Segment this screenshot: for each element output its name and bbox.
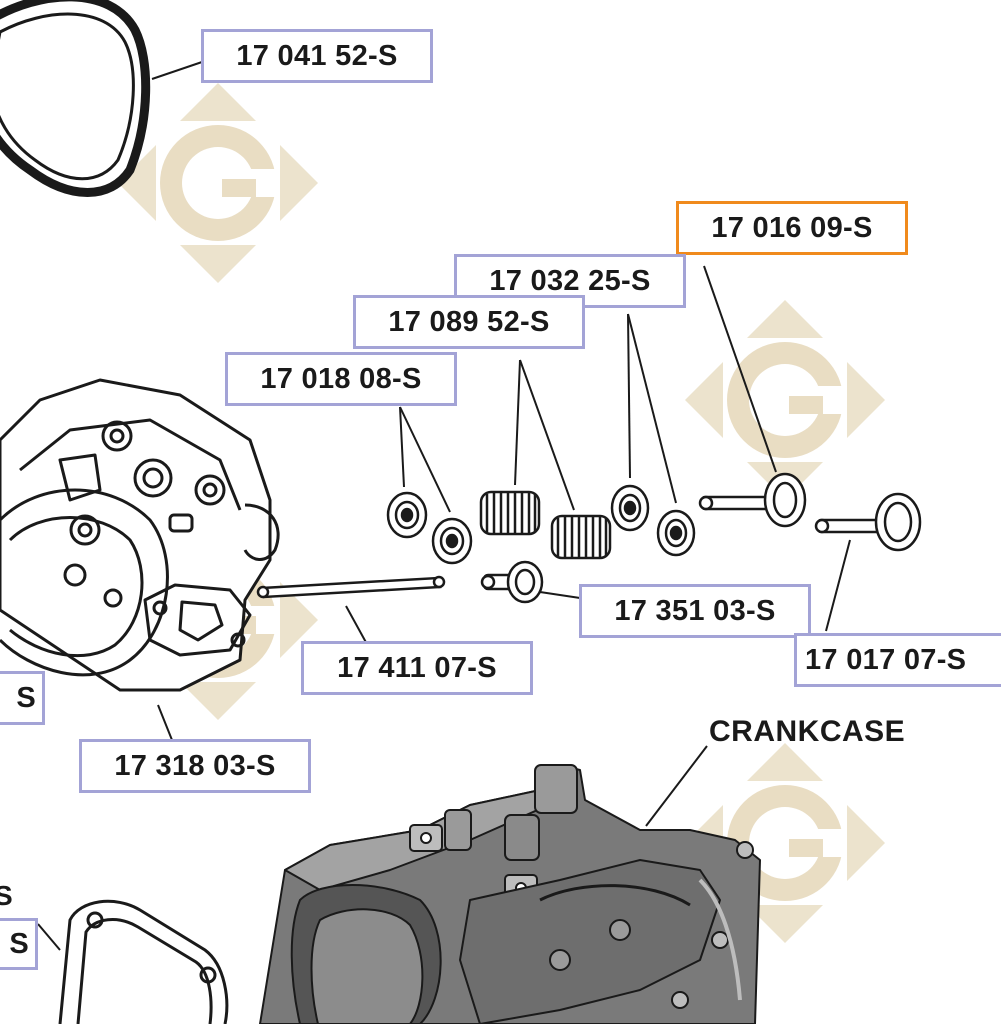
leader-lines: [37, 61, 851, 951]
part-label-fragment-edge: S: [0, 880, 13, 911]
part-label-17-016-09-s[interactable]: 17 016 09-S: [676, 201, 908, 255]
part-number: 17 411 07-S: [337, 651, 497, 684]
part-label-17-017-07-s[interactable]: 17 017 07-S: [794, 633, 1001, 687]
part-number: 17 318 03-S: [114, 749, 276, 782]
exhaust-valve: [814, 492, 922, 552]
part-number: 17 017 07-S: [805, 643, 967, 676]
part-number-fragment: S: [9, 927, 29, 960]
part-label-17-041-52-s[interactable]: 17 041 52-S: [201, 29, 433, 83]
valve-retainer-right-1: [610, 484, 650, 532]
part-label-17-318-03-s[interactable]: 17 318 03-S: [79, 739, 311, 793]
part-number: 17 018 08-S: [260, 362, 422, 395]
valve-retainer-right-2: [656, 509, 696, 557]
part-number: 17 032 25-S: [489, 264, 651, 297]
part-number-fragment: S: [16, 681, 36, 714]
part-label-17-411-07-s[interactable]: 17 411 07-S: [301, 641, 533, 695]
valve-spring-2: [550, 514, 612, 560]
part-label-17-089-52-s[interactable]: 17 089 52-S: [353, 295, 585, 349]
valve-guide: [480, 560, 544, 604]
crankcase-label: CRANKCASE: [709, 715, 906, 748]
crankcase: [259, 764, 761, 1024]
push-rod: [256, 575, 446, 599]
gasket-bottom-left: [58, 899, 229, 1024]
valve-retainer-left-2: [431, 517, 473, 565]
part-number: 17 041 52-S: [236, 39, 398, 72]
part-number: 17 351 03-S: [614, 594, 776, 627]
valve-retainer-left-1: [386, 491, 428, 539]
gasket-top-left: [0, 0, 151, 197]
intake-valve: [698, 472, 807, 528]
part-label-partial-left[interactable]: S: [0, 671, 45, 725]
part-label-17-018-08-s[interactable]: 17 018 08-S: [225, 352, 457, 406]
part-label-partial-bottom-left[interactable]: S: [0, 918, 38, 970]
part-number: 17 089 52-S: [388, 305, 550, 338]
part-label-17-351-03-s[interactable]: 17 351 03-S: [579, 584, 811, 638]
cylinder-head: [0, 378, 280, 692]
valve-spring-1: [479, 490, 541, 536]
part-number: 17 016 09-S: [711, 211, 873, 244]
g-logo-watermark-2: [685, 300, 885, 500]
